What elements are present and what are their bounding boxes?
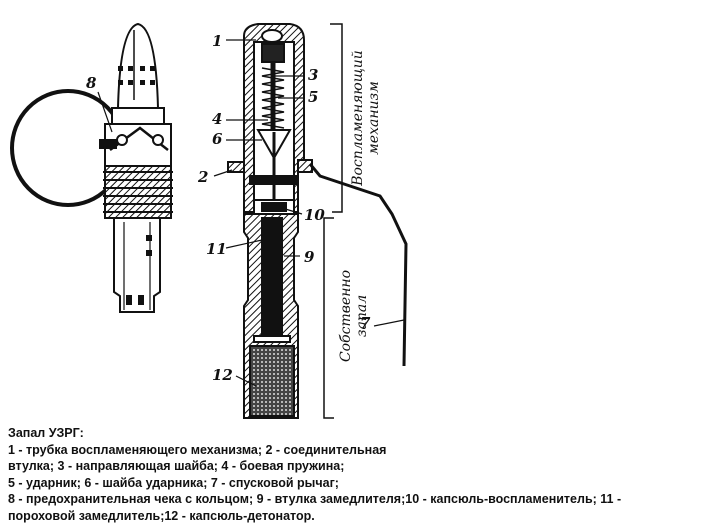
label-part-11: 11: [206, 240, 227, 258]
label-ignition-mechanism-line2: механизм: [366, 81, 382, 155]
label-ignition-mechanism-line1: Воспламеняющий: [350, 50, 366, 187]
external-view: [10, 22, 173, 313]
label-part-2: 2: [197, 168, 208, 186]
caption-line: 1 - трубка воспламеняющего механизма; 2 …: [8, 442, 387, 457]
label-part-10: 10: [304, 206, 325, 224]
caption: Запал УЗРГ: 1 - трубка воспламеняющего м…: [8, 425, 700, 525]
label-part-7: 7: [360, 314, 371, 332]
label-part-6: 6: [212, 130, 223, 148]
label-part-3: 3: [308, 66, 318, 84]
caption-line: пороховой замедлитель;12 - капсюль-детон…: [8, 508, 315, 523]
label-part-8: 8: [86, 74, 97, 92]
label-fuze-proper-line1: Собственно: [338, 270, 354, 362]
fuze-diagram: 1 2 3 4 5 6 7 8 9 10 11 12 Воспламеняющи…: [10, 22, 408, 419]
label-part-5: 5: [308, 88, 318, 106]
caption-line: втулка; 3 - направляющая шайба; 4 - боев…: [8, 459, 345, 474]
caption-title: Запал УЗРГ:: [8, 426, 84, 440]
label-part-1: 1: [212, 32, 222, 50]
label-fuze-proper-line2: запал: [354, 295, 370, 337]
label-part-12: 12: [212, 366, 233, 384]
leader-lines: [97, 39, 405, 387]
label-part-9: 9: [304, 248, 315, 266]
caption-line: 5 - ударник; 6 - шайба ударника; 7 - спу…: [8, 475, 339, 490]
section-view: [227, 23, 408, 419]
caption-line: 8 - предохранительная чека с кольцом; 9 …: [8, 492, 622, 507]
label-part-4: 4: [212, 110, 222, 128]
